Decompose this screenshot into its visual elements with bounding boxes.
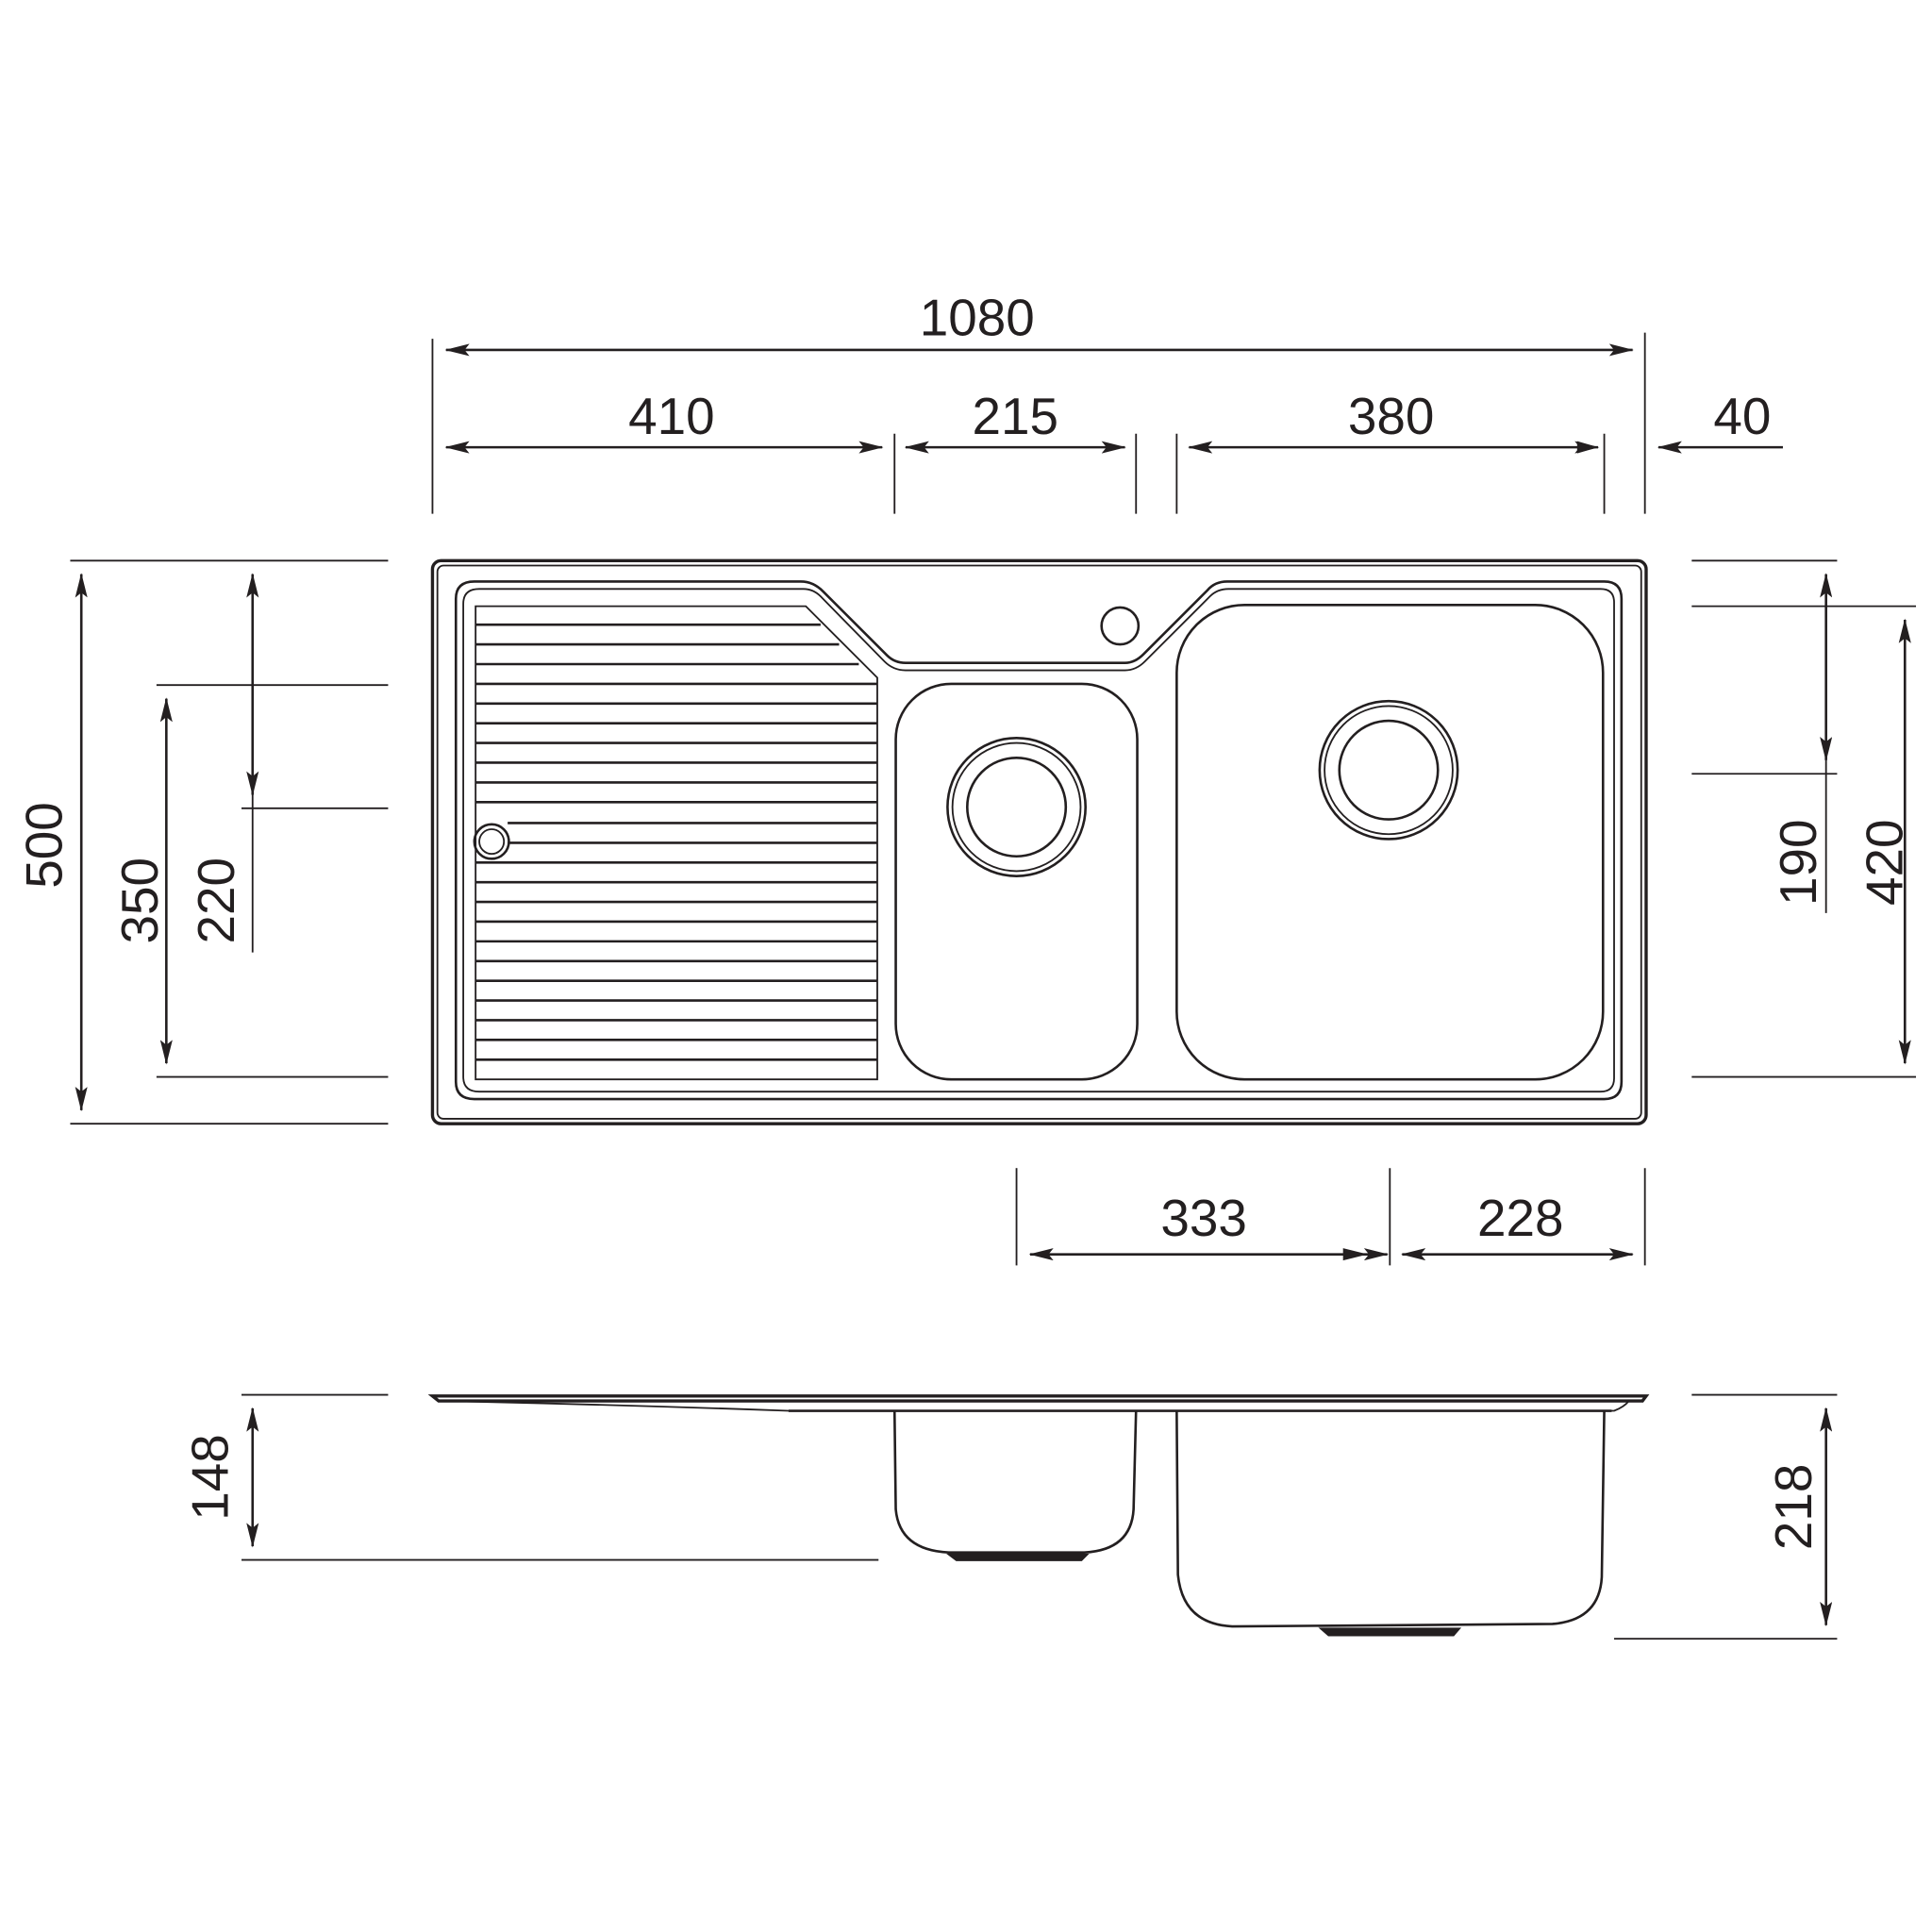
label-215: 215 bbox=[972, 387, 1058, 445]
bottom-dimensions: 333 228 bbox=[1015, 1168, 1646, 1266]
label-218: 218 bbox=[1764, 1464, 1823, 1551]
dim-small-bowl-height: 148 bbox=[181, 1407, 259, 1548]
label-1080: 1080 bbox=[920, 288, 1035, 346]
label-350: 350 bbox=[110, 858, 169, 944]
dim-large-bowl-height: 218 bbox=[1764, 1407, 1833, 1627]
tap-hole-icon bbox=[1100, 606, 1141, 646]
plan-view bbox=[430, 558, 1648, 1125]
top-dimensions: 1080 410 215 380 40 bbox=[431, 288, 1783, 514]
label-410: 410 bbox=[628, 387, 715, 445]
label-333: 333 bbox=[1160, 1189, 1247, 1247]
label-380: 380 bbox=[1348, 387, 1435, 445]
dim-333: 333 bbox=[1028, 1189, 1389, 1261]
dim-large-bowl-width: 380 bbox=[1188, 387, 1600, 454]
label-148: 148 bbox=[181, 1434, 240, 1521]
dim-overall-depth: 500 bbox=[14, 573, 88, 1112]
dim-small-bowl-depth: 350 bbox=[110, 697, 173, 1065]
large-bowl-waste-icon bbox=[1318, 699, 1459, 841]
dim-small-waste-offset: 220 bbox=[187, 573, 259, 953]
dim-large-waste-offset: 190 bbox=[1769, 573, 1833, 913]
sink-outline bbox=[430, 558, 1648, 1125]
left-dimensions: 500 350 220 bbox=[14, 559, 389, 1125]
dim-right-flange: 40 bbox=[1657, 387, 1783, 454]
dim-drainer-width: 410 bbox=[444, 387, 884, 454]
dim-228: 228 bbox=[1401, 1189, 1634, 1261]
right-dimensions: 190 420 bbox=[1691, 559, 1917, 1078]
large-bowl bbox=[1175, 604, 1605, 1081]
label-220: 220 bbox=[187, 858, 245, 944]
label-500: 500 bbox=[14, 802, 73, 889]
small-bowl-profile bbox=[892, 1410, 1138, 1555]
inner-rim bbox=[454, 580, 1624, 1101]
large-bowl-profile bbox=[1175, 1410, 1606, 1628]
drainer-ribs bbox=[475, 605, 878, 1081]
dim-large-bowl-depth: 420 bbox=[1856, 618, 1914, 1065]
label-190: 190 bbox=[1769, 820, 1827, 907]
overflow-hole-icon bbox=[473, 823, 510, 860]
label-228: 228 bbox=[1477, 1189, 1564, 1247]
label-40: 40 bbox=[1713, 387, 1771, 445]
side-profile-view: 148 218 bbox=[181, 1393, 1838, 1641]
dim-small-bowl-width: 215 bbox=[904, 387, 1126, 454]
small-bowl bbox=[894, 682, 1139, 1081]
label-420: 420 bbox=[1856, 820, 1914, 907]
dim-overall-width: 1080 bbox=[444, 288, 1634, 357]
small-bowl-waste-icon bbox=[946, 737, 1087, 877]
